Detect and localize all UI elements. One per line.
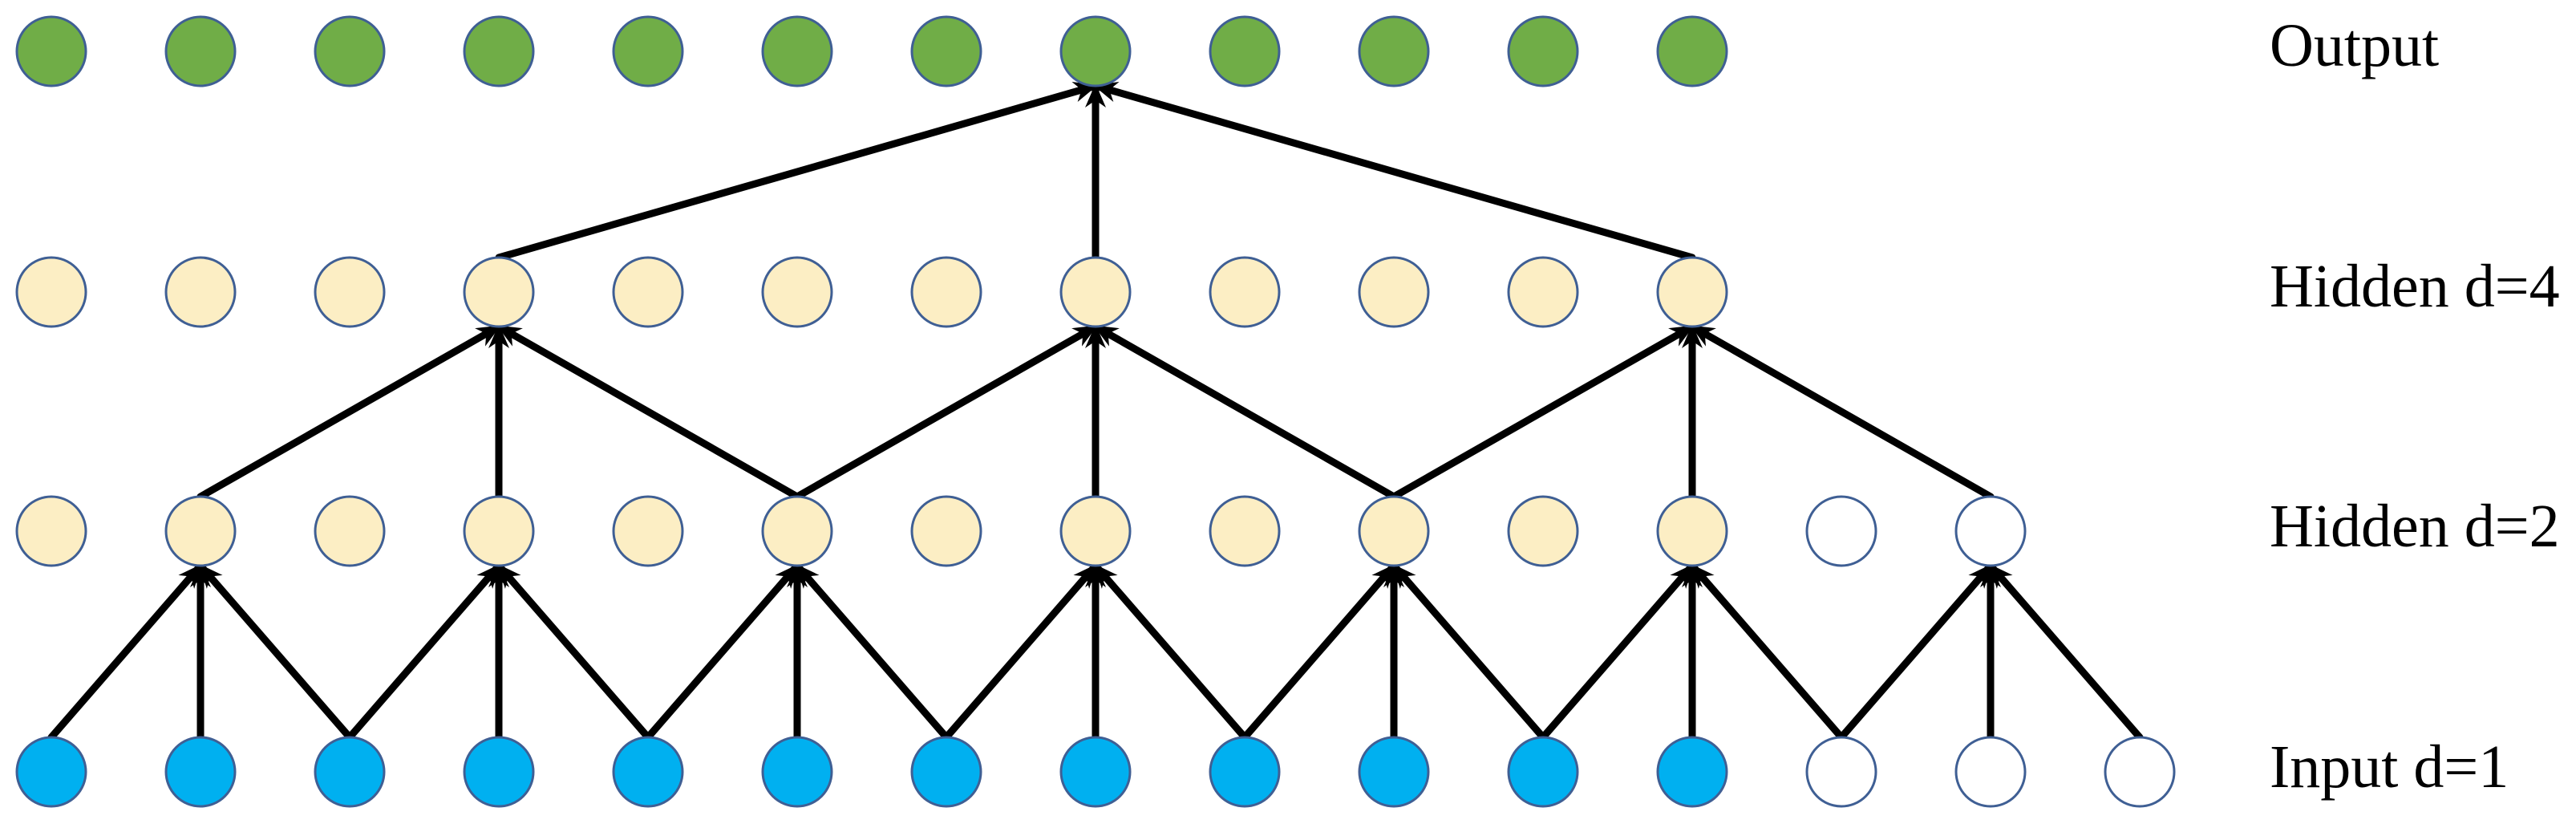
- edge-input-12-to-hidden2-11: [1688, 562, 1845, 741]
- input-node-10: [1507, 736, 1579, 808]
- edge-hidden2-9-to-hidden4-11: [1390, 323, 1696, 501]
- hidden4-node-10: [1507, 256, 1579, 328]
- output-node-11: [1656, 15, 1728, 87]
- input-node-4: [612, 736, 684, 808]
- hidden4-node-0: [15, 256, 87, 328]
- edge-hidden2-13-to-hidden4-11: [1688, 323, 1995, 501]
- output-node-1: [164, 15, 237, 87]
- edge-input-8-to-hidden2-7: [1092, 562, 1249, 741]
- network-nodes: [15, 15, 2176, 808]
- output-node-10: [1507, 15, 1579, 87]
- output-node-3: [463, 15, 535, 87]
- edge-hidden4-11-to-output-7: [1092, 81, 1696, 262]
- output-node-5: [761, 15, 833, 87]
- hidden2-node-5: [761, 495, 833, 567]
- hidden2-node-7: [1059, 495, 1132, 567]
- output-node-8: [1209, 15, 1281, 87]
- output-node-7: [1059, 15, 1132, 87]
- input-padding-node-12: [1805, 736, 1877, 808]
- output-node-6: [910, 15, 982, 87]
- hidden4-node-5: [761, 256, 833, 328]
- hidden2-node-1: [164, 495, 237, 567]
- edge-input-14-to-hidden2-13: [1987, 562, 2144, 741]
- edge-input-12-to-hidden2-13: [1837, 562, 1995, 741]
- hidden2-node-10: [1507, 495, 1579, 567]
- input-node-8: [1209, 736, 1281, 808]
- output-node-4: [612, 15, 684, 87]
- edge-input-6-to-hidden2-5: [793, 562, 950, 741]
- edge-input-0-to-hidden2-1: [47, 562, 205, 741]
- edge-input-8-to-hidden2-9: [1241, 562, 1398, 741]
- input-node-5: [761, 736, 833, 808]
- connection-edges: [47, 81, 2144, 741]
- edge-hidden4-3-to-output-7: [495, 81, 1100, 262]
- hidden4-node-6: [910, 256, 982, 328]
- hidden2-node-6: [910, 495, 982, 567]
- hidden2-node-2: [314, 495, 386, 567]
- input-node-9: [1358, 736, 1430, 808]
- input-node-6: [910, 736, 982, 808]
- input-padding-node-13: [1954, 736, 2027, 808]
- hidden2-node-8: [1209, 495, 1281, 567]
- edge-input-6-to-hidden2-7: [942, 562, 1100, 741]
- output-layer-label: Output: [2270, 12, 2439, 79]
- hidden4-node-3: [463, 256, 535, 328]
- edge-input-4-to-hidden2-5: [644, 562, 801, 741]
- edge-hidden2-5-to-hidden4-7: [793, 323, 1100, 501]
- hidden4-node-8: [1209, 256, 1281, 328]
- hidden2-node-9: [1358, 495, 1430, 567]
- hidden2-padding-node-12: [1805, 495, 1877, 567]
- output-node-2: [314, 15, 386, 87]
- edge-input-2-to-hidden2-1: [196, 562, 354, 741]
- hidden4-node-11: [1656, 256, 1728, 328]
- hidden4-node-9: [1358, 256, 1430, 328]
- hidden4-node-2: [314, 256, 386, 328]
- hidden4-node-7: [1059, 256, 1132, 328]
- hidden2-node-0: [15, 495, 87, 567]
- input-node-3: [463, 736, 535, 808]
- input-padding-node-14: [2104, 736, 2176, 808]
- output-node-9: [1358, 15, 1430, 87]
- input-node-2: [314, 736, 386, 808]
- hidden2-node-3: [463, 495, 535, 567]
- edge-hidden2-1-to-hidden4-3: [196, 323, 503, 501]
- edge-input-2-to-hidden2-3: [346, 562, 503, 741]
- output-node-0: [15, 15, 87, 87]
- input-node-0: [15, 736, 87, 808]
- edge-input-10-to-hidden2-11: [1539, 562, 1696, 741]
- hidden2-node-11: [1656, 495, 1728, 567]
- input-node-1: [164, 736, 237, 808]
- edge-input-4-to-hidden2-3: [495, 562, 652, 741]
- edge-hidden2-5-to-hidden4-3: [495, 323, 801, 501]
- edge-input-10-to-hidden2-9: [1390, 562, 1547, 741]
- hidden4-node-4: [612, 256, 684, 328]
- hidden2-node-4: [612, 495, 684, 567]
- input-node-7: [1059, 736, 1132, 808]
- input-d1-layer-label: Input d=1: [2270, 733, 2509, 801]
- edge-hidden2-9-to-hidden4-7: [1092, 323, 1398, 501]
- input-node-11: [1656, 736, 1728, 808]
- hidden4-node-1: [164, 256, 237, 328]
- hidden-d4-layer-label: Hidden d=4: [2270, 253, 2560, 320]
- hidden-d2-layer-label: Hidden d=2: [2270, 493, 2560, 560]
- hidden2-padding-node-13: [1954, 495, 2027, 567]
